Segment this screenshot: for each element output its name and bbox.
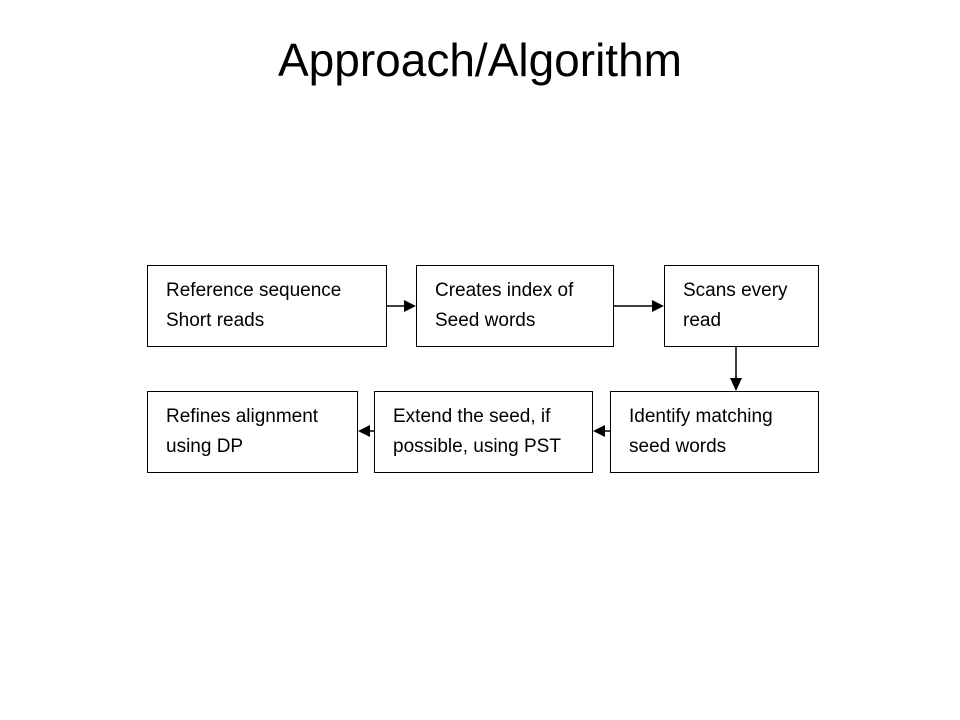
step-text-line: using DP	[166, 436, 244, 457]
arrowhead-left	[593, 425, 605, 437]
arrowhead-left	[358, 425, 370, 437]
step-text-line: Reference sequence	[166, 280, 342, 301]
step-text-line: Creates index of	[435, 280, 574, 301]
step-text-line: Refines alignment	[166, 406, 319, 427]
slide-title: Approach/Algorithm	[278, 34, 682, 86]
step-extend-seed: Extend the seed, if possible, using PST	[374, 391, 593, 473]
step-create-index: Creates index of Seed words	[416, 265, 614, 347]
step-text-line: Scans every	[683, 280, 788, 301]
arrowhead-right	[404, 300, 416, 312]
step-reference-input: Reference sequence Short reads	[147, 265, 387, 347]
step-refine-alignment: Refines alignment using DP	[147, 391, 358, 473]
step-text-line: Extend the seed, if	[393, 406, 551, 427]
step-text-line: possible, using PST	[393, 436, 561, 457]
step-scan-reads: Scans every read	[664, 265, 819, 347]
step-text-line: Short reads	[166, 310, 265, 331]
arrowhead-down	[730, 378, 742, 391]
step-text-line: read	[683, 310, 722, 331]
arrowhead-right	[652, 300, 664, 312]
step-text-line: Identify matching	[629, 406, 773, 427]
step-identify-seeds: Identify matching seed words	[610, 391, 819, 473]
step-text-line: seed words	[629, 436, 727, 457]
step-text-line: Seed words	[435, 310, 536, 331]
